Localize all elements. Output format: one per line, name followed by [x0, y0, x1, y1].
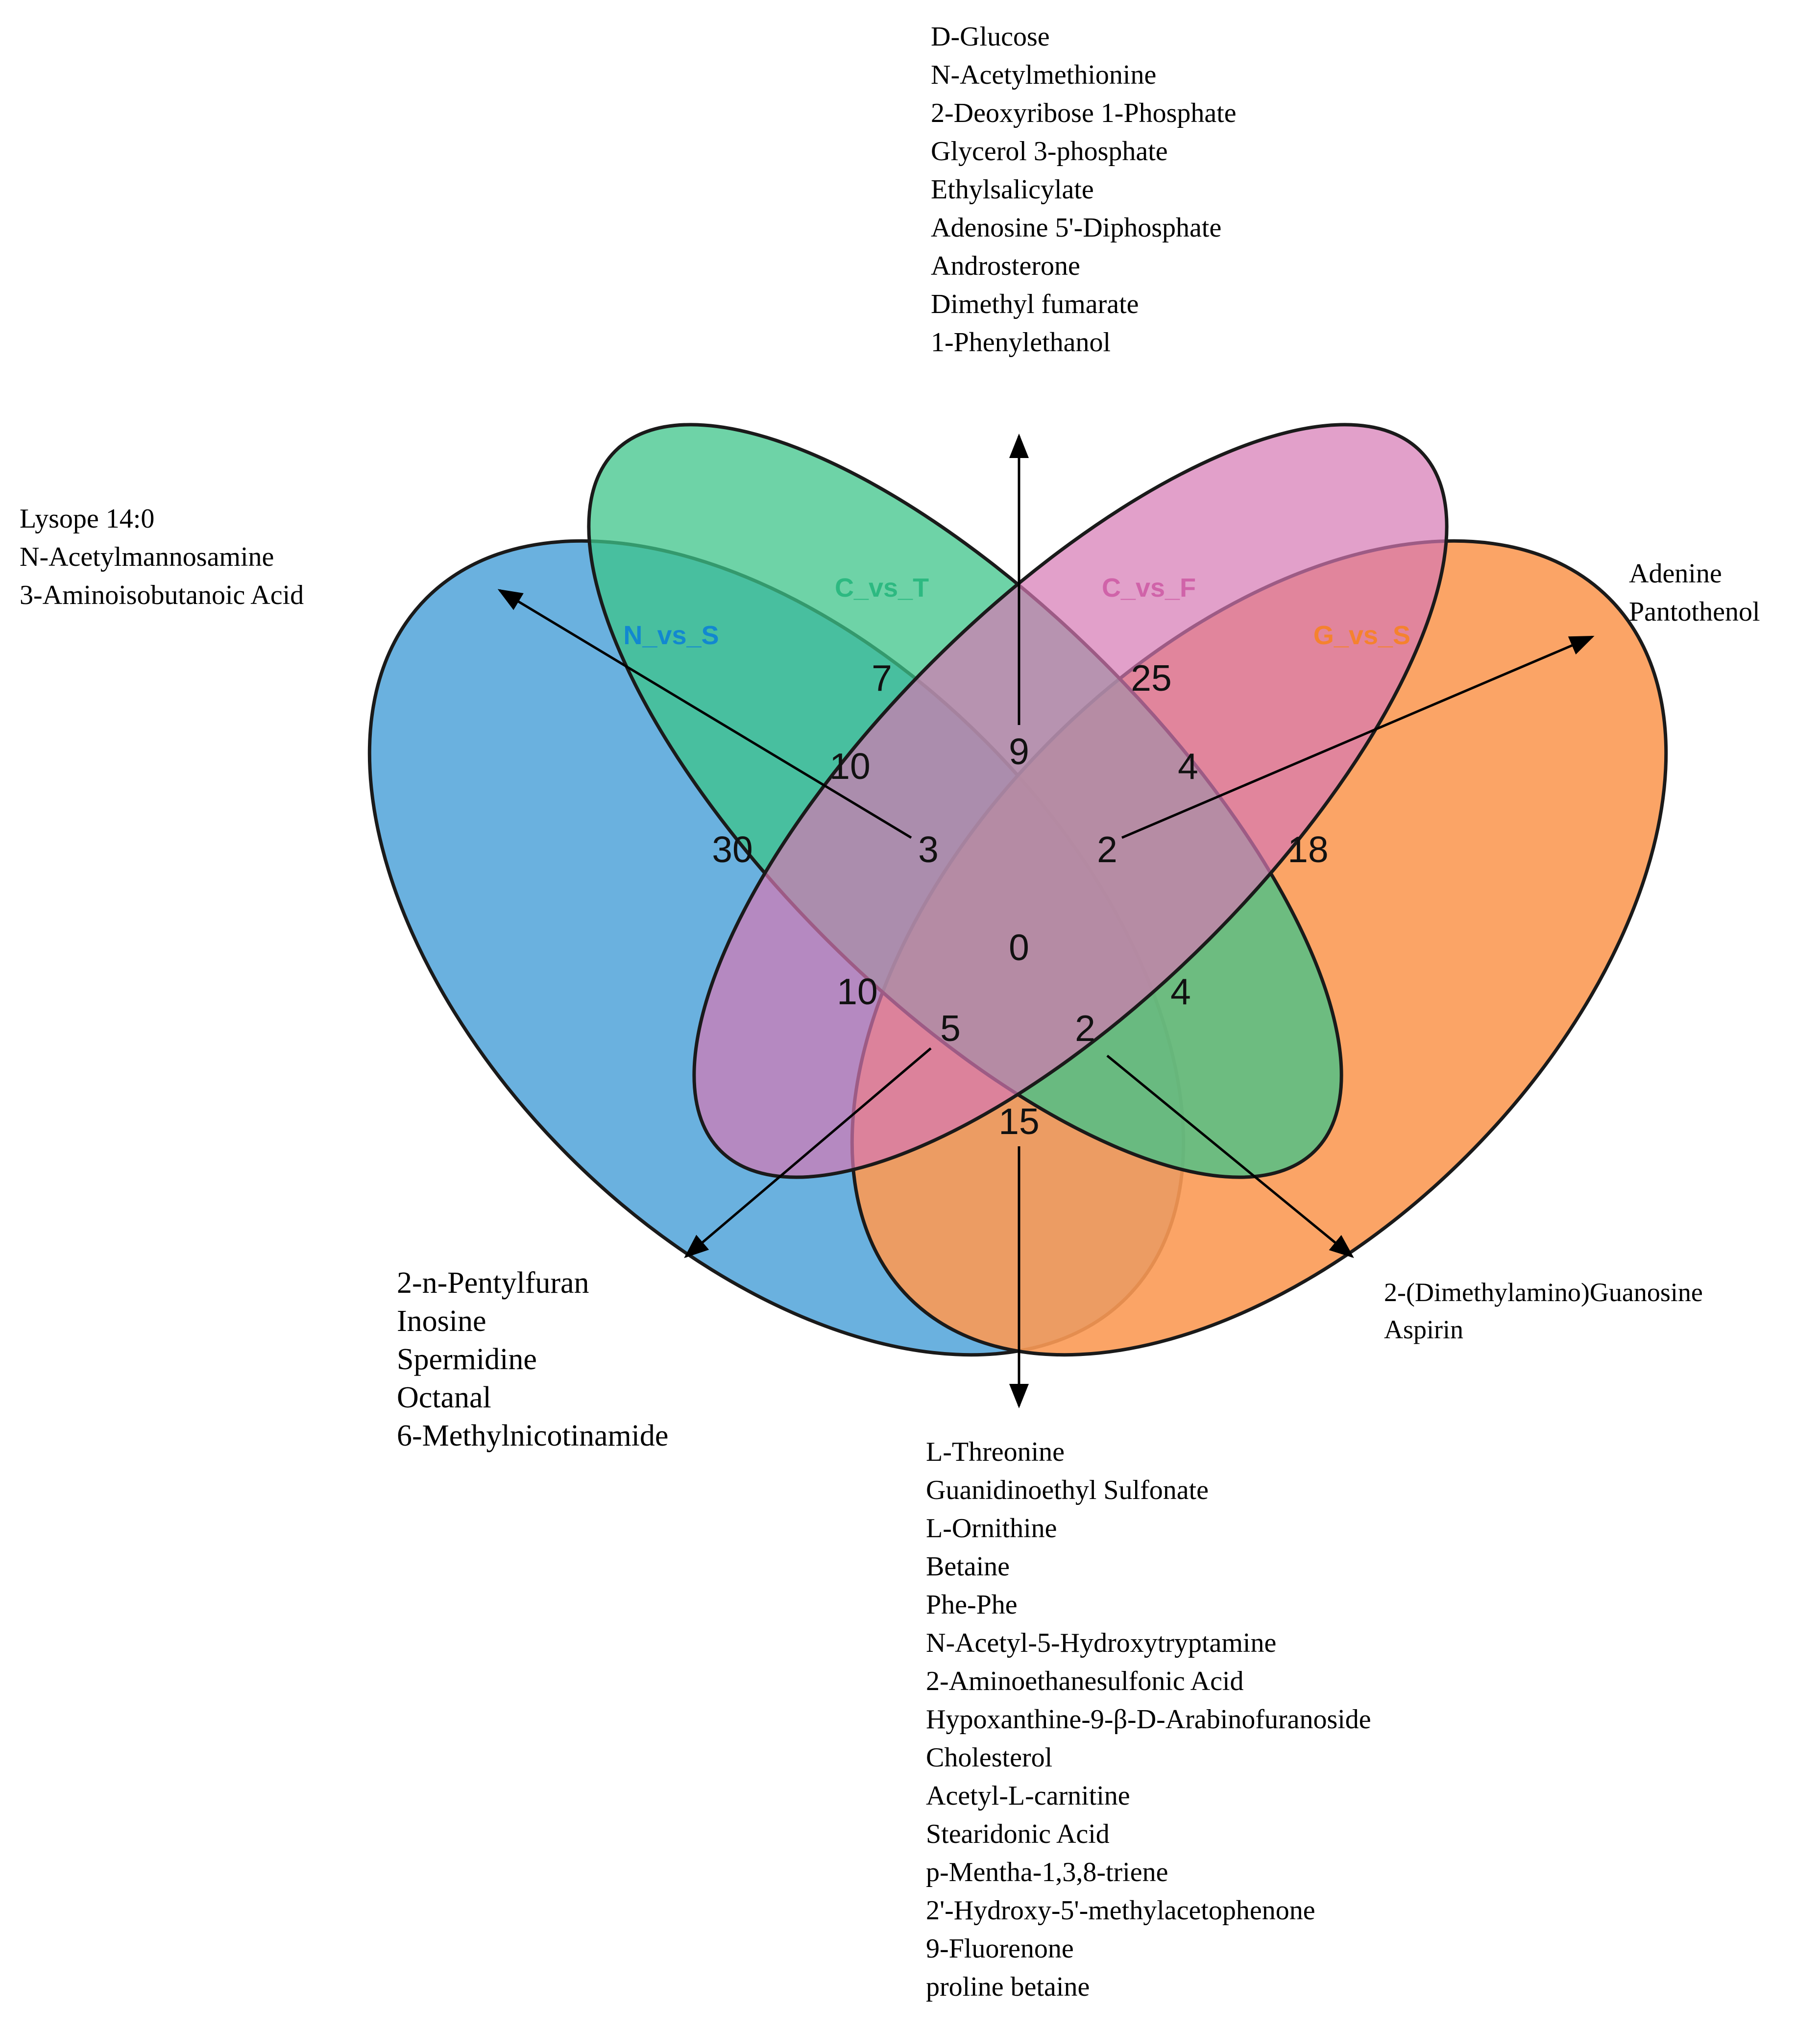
metabolite-item: Pantothenol: [1629, 597, 1760, 627]
set-ellipses: [367, 423, 1668, 1357]
metabolite-item: Adenine: [1629, 558, 1722, 589]
metabolite-item: N-Acetyl-5-Hydroxytryptamine: [926, 1628, 1277, 1658]
metabolite-item: Acetyl-L-carnitine: [926, 1781, 1130, 1811]
metabolite-item: Guanidinoethyl Sulfonate: [926, 1475, 1209, 1505]
metabolite-item: N-Acetylmannosamine: [20, 542, 274, 572]
metabolite-item: 2-(Dimethylamino)Guanosine: [1384, 1278, 1703, 1307]
ellipse-c-vs-f: [692, 423, 1449, 1179]
count-n-vs-s-c-vs-t-c-vs-f: 3: [918, 829, 939, 870]
region-counts: 30 7 25 18 10 9 4 3 2 0 10 4 5 2 15: [712, 657, 1328, 1142]
metabolite-item: Stearidonic Acid: [926, 1819, 1110, 1849]
metabolite-item: proline betaine: [926, 1972, 1090, 2002]
metabolite-item: 6-Methylnicotinamide: [397, 1419, 669, 1452]
metabolite-item: L-Threonine: [926, 1437, 1065, 1467]
set-label-g-vs-s: G_vs_S: [1313, 621, 1410, 650]
metabolite-item: D-Glucose: [931, 22, 1050, 52]
metabolite-item: 2-n-Pentylfuran: [397, 1266, 589, 1300]
leader-arrows: [497, 434, 1595, 1408]
metabolite-item: Glycerol 3-phosphate: [931, 136, 1168, 167]
count-all-four: 0: [1009, 927, 1029, 968]
metabolite-item: 3-Aminoisobutanoic Acid: [20, 580, 304, 610]
metabolite-item: Ethylsalicylate: [931, 174, 1094, 205]
arrow-c-vs-t-c-vs-f-g-vs-s: [1121, 635, 1595, 839]
count-only-n-vs-s: 30: [712, 829, 752, 870]
metabolite-item: Phe-Phe: [926, 1590, 1018, 1620]
count-only-g-vs-s: 18: [1287, 829, 1328, 870]
metabolite-item: Lysope 14:0: [20, 504, 155, 534]
count-only-c-vs-f: 25: [1131, 657, 1171, 699]
arrow-n-vs-s-c-vs-f-g-vs-s: [684, 1047, 932, 1258]
metabolite-item: Octanal: [397, 1381, 491, 1414]
set-label-c-vs-f: C_vs_F: [1102, 573, 1196, 603]
metabolite-item: N-Acetylmethionine: [931, 60, 1157, 90]
metabolite-item: 1-Phenylethanol: [931, 327, 1111, 358]
set-label-c-vs-t: C_vs_T: [835, 573, 929, 603]
metabolite-item: Spermidine: [397, 1343, 537, 1376]
count-c-vs-t-and-g-vs-s: 4: [1170, 971, 1191, 1012]
count-only-c-vs-t: 7: [872, 657, 892, 699]
metabolite-item: Betaine: [926, 1551, 1010, 1582]
metabolite-item: 2'-Hydroxy-5'-methylacetophenone: [926, 1895, 1315, 1926]
metabolite-item: L-Ornithine: [926, 1513, 1057, 1544]
count-n-vs-s-and-c-vs-f: 10: [837, 971, 877, 1012]
metabolite-item: p-Mentha-1,3,8-triene: [926, 1857, 1168, 1887]
metabolite-item: Inosine: [397, 1305, 486, 1338]
set-label-n-vs-s: N_vs_S: [623, 621, 719, 650]
metabolite-item: 2-Aminoethanesulfonic Acid: [926, 1666, 1244, 1696]
metabolite-item: 2-Deoxyribose 1-Phosphate: [931, 98, 1237, 128]
count-c-vs-t-c-vs-f-g-vs-s: 2: [1097, 829, 1117, 870]
count-c-vs-f-and-g-vs-s: 4: [1178, 746, 1198, 787]
metabolite-item: 9-Fluorenone: [926, 1934, 1074, 1964]
metabolite-item: Cholesterol: [926, 1742, 1053, 1773]
count-c-vs-t-and-c-vs-f: 9: [1009, 731, 1029, 772]
metabolite-item: Dimethyl fumarate: [931, 289, 1139, 319]
count-n-vs-s-and-g-vs-s: 15: [998, 1101, 1039, 1142]
count-n-vs-s-c-vs-t-g-vs-s: 2: [1075, 1008, 1095, 1049]
count-n-vs-s-and-c-vs-t: 10: [829, 746, 870, 787]
metabolite-item: Androsterone: [931, 251, 1080, 281]
arrow-n-vs-s-c-vs-t-c-vs-f: [497, 589, 912, 839]
arrow-n-vs-s-c-vs-t-g-vs-s: [1106, 1055, 1354, 1258]
metabolite-item: Adenosine 5'-Diphosphate: [931, 213, 1222, 243]
metabolite-item: Hypoxanthine-9-β-D-Arabinofuranoside: [926, 1704, 1371, 1735]
metabolite-item: Aspirin: [1384, 1315, 1463, 1344]
count-n-vs-s-c-vs-f-g-vs-s: 5: [940, 1008, 961, 1049]
